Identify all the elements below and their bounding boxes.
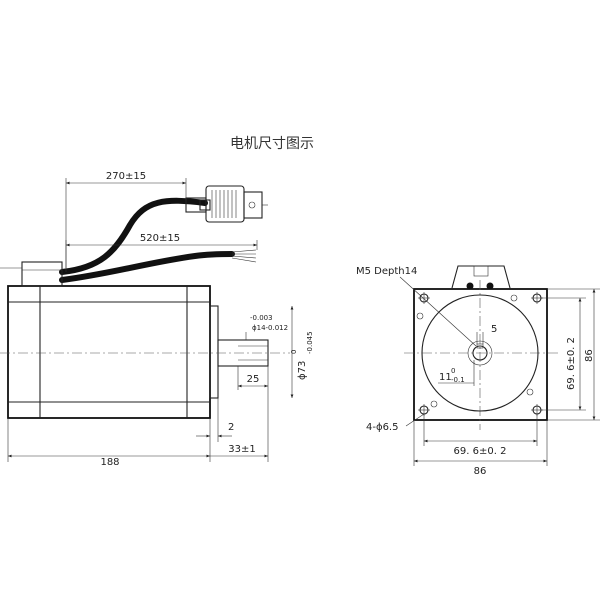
svg-text:11: 11 — [439, 372, 452, 383]
thread-note: M5 Depth14 — [356, 266, 417, 277]
dim-shaft-25: 25 — [237, 366, 269, 390]
svg-text:33±1: 33±1 — [228, 444, 255, 455]
svg-text:270±15: 270±15 — [106, 171, 146, 182]
svg-text:86: 86 — [584, 349, 595, 362]
dim-flange-dia: ϕ73 0 -0.045 — [290, 306, 314, 398]
dim-body-188: 188 33±1 — [7, 390, 269, 468]
connector — [185, 185, 268, 223]
dim-cable-520: 520±15 — [65, 233, 258, 272]
svg-text:0: 0 — [290, 350, 298, 354]
lead-wires — [231, 249, 257, 263]
svg-text:-0.1: -0.1 — [451, 376, 465, 384]
svg-text:-0.003: -0.003 — [250, 314, 273, 322]
svg-text:ϕ14-0.012: ϕ14-0.012 — [252, 324, 288, 332]
dim-hole-pitch-v: 69. 6±0. 2 — [541, 297, 586, 411]
svg-text:86: 86 — [474, 466, 487, 477]
dim-cable-270: 270±15 — [65, 171, 187, 268]
encoder-cable — [59, 197, 208, 275]
svg-text:2: 2 — [228, 422, 234, 433]
svg-text:ϕ73: ϕ73 — [297, 361, 308, 380]
hole-note: 4-ϕ6.5 — [366, 422, 398, 433]
motor-body — [0, 261, 269, 419]
flange-outline — [413, 288, 548, 421]
dim-height-86: 86 — [547, 288, 600, 421]
svg-text:520±15: 520±15 — [140, 233, 180, 244]
svg-text:25: 25 — [247, 374, 260, 385]
dim-width-86: 86 — [413, 420, 548, 477]
svg-text:-0.045: -0.045 — [306, 331, 314, 354]
svg-text:69. 6±0. 2: 69. 6±0. 2 — [566, 337, 577, 390]
svg-text:69. 6±0. 2: 69. 6±0. 2 — [454, 446, 507, 457]
side-view: 270±15 520±15 -0.003 ϕ14-0.012 ϕ73 0 -0.… — [0, 171, 314, 468]
svg-text:188: 188 — [100, 457, 119, 468]
svg-text:5: 5 — [491, 324, 497, 335]
front-view: M5 Depth14 5 11 0 -0.1 4-ϕ6.5 69. 6±0. 2… — [356, 265, 600, 477]
drawing-title: 电机尺寸图示 — [230, 136, 314, 152]
svg-text:0: 0 — [451, 367, 455, 375]
power-cable — [59, 251, 235, 283]
dim-shoulder-2: 2 — [196, 398, 234, 442]
dim-hole-pitch-h: 69. 6±0. 2 — [423, 414, 538, 457]
